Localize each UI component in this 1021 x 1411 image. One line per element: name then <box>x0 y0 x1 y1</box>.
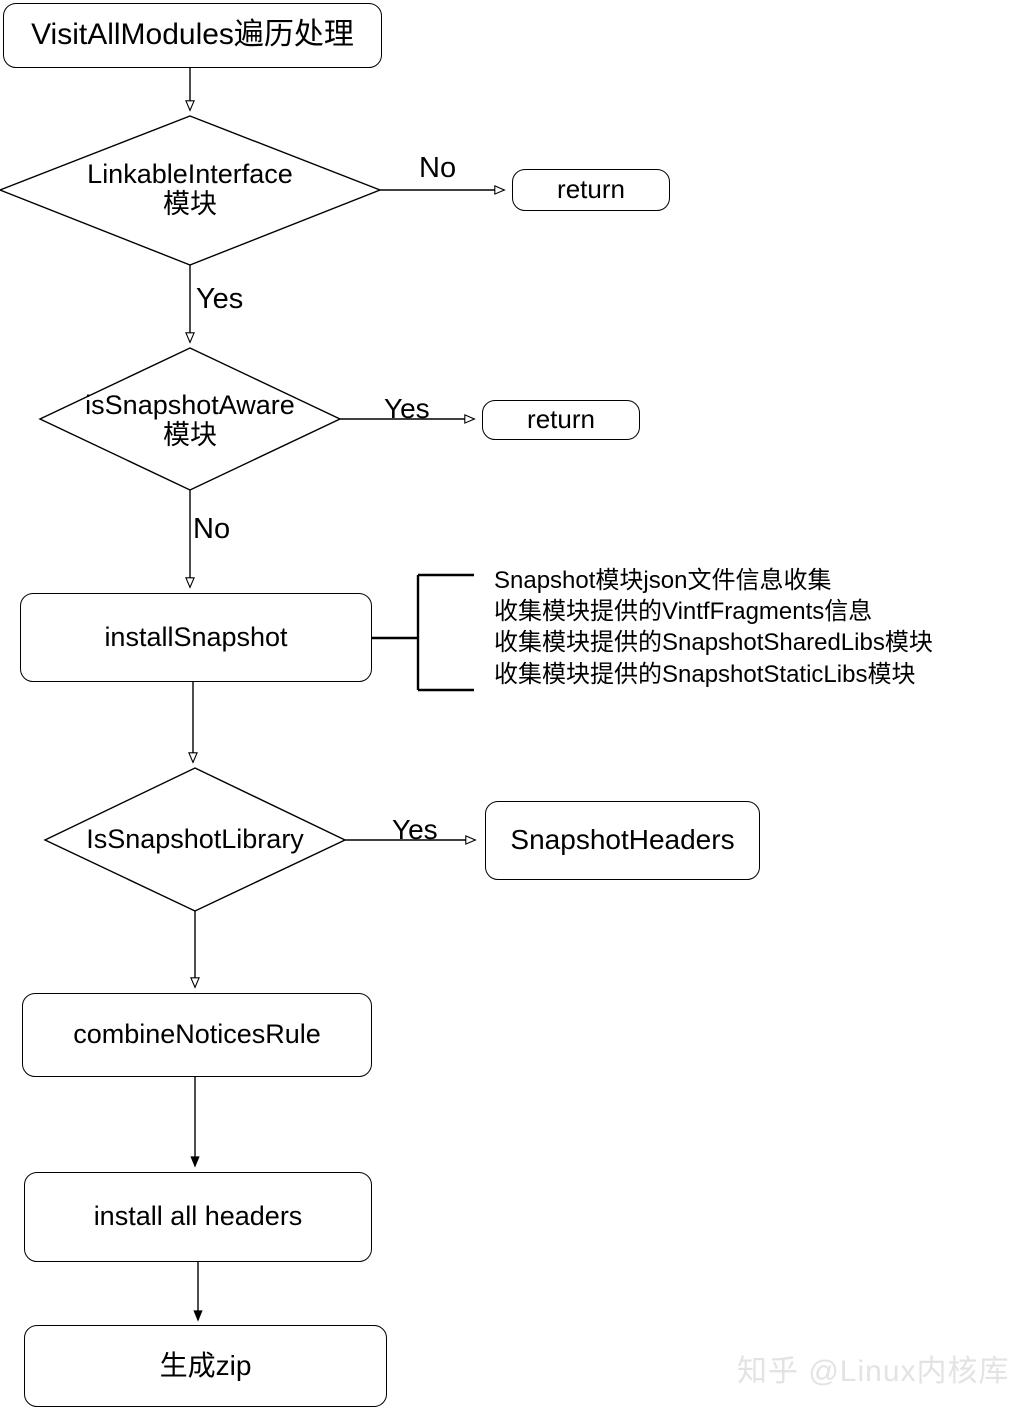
watermark: 知乎 @Linux内核库 <box>737 1355 1010 1388</box>
edge-label-linkable-no: No <box>419 152 457 184</box>
node-decision-linkable[interactable] <box>0 116 380 266</box>
node-generate-zip-label: 生成zip <box>159 1349 252 1381</box>
node-install-all-headers[interactable]: install all headers <box>24 1172 372 1262</box>
install-snapshot-note: Snapshot模块json文件信息收集 收集模块提供的VintfFragmen… <box>494 567 933 688</box>
node-decision-snapshot-aware[interactable] <box>40 348 340 491</box>
node-decision-is-snapshot-library[interactable] <box>45 768 345 912</box>
node-return-1[interactable]: return <box>512 169 670 211</box>
node-install-all-headers-label: install all headers <box>93 1201 303 1232</box>
node-start[interactable]: VisitAllModules遍历处理 <box>3 3 382 68</box>
node-return-1-label: return <box>557 174 625 205</box>
edge-label-snapshot-aware-yes: Yes <box>384 393 430 424</box>
node-start-label: VisitAllModules遍历处理 <box>31 18 354 52</box>
node-combine-notices-rule[interactable]: combineNoticesRule <box>22 993 372 1077</box>
node-combine-notices-rule-label: combineNoticesRule <box>73 1019 321 1050</box>
node-install-snapshot[interactable]: installSnapshot <box>20 593 372 682</box>
node-return-2-label: return <box>527 404 595 435</box>
edge-label-linkable-yes: Yes <box>196 283 244 315</box>
edge-label-snapshot-aware-no: No <box>193 513 231 545</box>
node-return-2[interactable]: return <box>482 400 640 440</box>
note-bracket <box>372 573 474 692</box>
node-snapshot-headers[interactable]: SnapshotHeaders <box>485 801 760 880</box>
node-install-snapshot-label: installSnapshot <box>104 621 288 652</box>
edge-label-is-snapshot-library-yes: Yes <box>392 814 438 845</box>
node-snapshot-headers-label: SnapshotHeaders <box>510 824 735 856</box>
node-generate-zip[interactable]: 生成zip <box>24 1325 387 1407</box>
